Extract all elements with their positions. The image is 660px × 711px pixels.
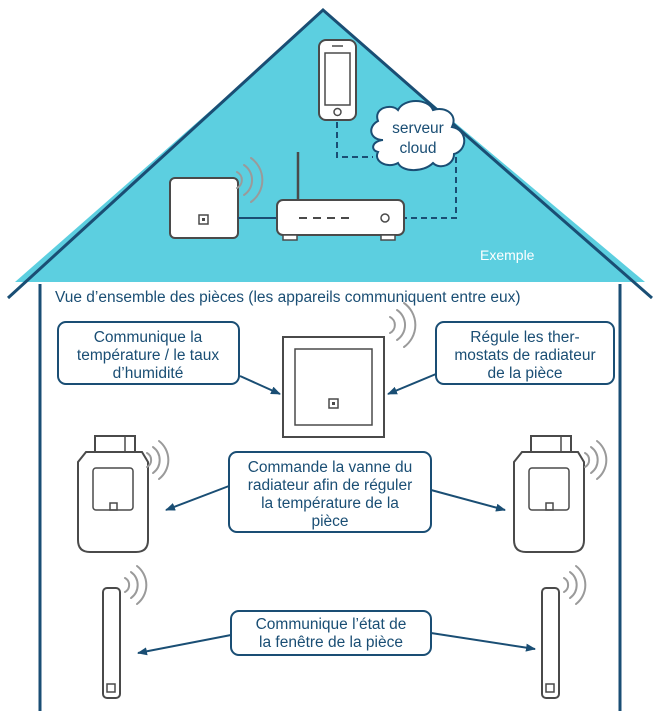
house-body: Vue d’ensemble des pièces (les appareils… (38, 284, 622, 711)
cloud-label-line2: cloud (399, 140, 436, 157)
access-point-icon (169, 177, 239, 239)
router-icon (276, 152, 405, 241)
arrow-regulator-to-thermostat (387, 373, 437, 395)
cloud-router-link (405, 157, 457, 219)
callout-regulator: Régule les ther- mostats de radiateur de… (435, 321, 615, 385)
callout-valve-line4: pièce (311, 513, 348, 530)
window-contact-icon-right (541, 587, 560, 699)
callout-valve-line2: radiateur afin de réguler (248, 477, 413, 494)
arrow-valve-to-left (165, 485, 230, 511)
arrows (137, 373, 536, 656)
arrow-sensor-to-thermostat (239, 375, 281, 395)
house-walls (38, 284, 622, 711)
callout-sensor-line1: Communique la (94, 329, 203, 346)
arrow-valve-to-right (430, 489, 506, 512)
window-contact-icon-left (102, 587, 121, 699)
callout-sensor: Communique la température / le taux d’hu… (57, 321, 240, 385)
callout-window-line1: Communique l’état de (256, 616, 407, 633)
overview-title: Vue d’ensemble des pièces (les appareils… (55, 289, 521, 306)
callout-regulator-line2: mostats de radiateur (454, 347, 595, 364)
callout-window-line2: la fenêtre de la pièce (259, 634, 403, 651)
callout-window: Communique l’état de la fenêtre de la pi… (230, 610, 432, 656)
arrow-window-to-right (430, 632, 536, 652)
callout-sensor-line3: d’humidité (113, 365, 184, 382)
phone-cloud-link (336, 122, 373, 158)
smartphone-icon (318, 39, 357, 121)
callout-valve: Commande la vanne du radiateur afin de r… (228, 451, 432, 533)
cloud-label-line1: serveur (392, 120, 444, 137)
radiator-thermostat-icon-right (513, 435, 585, 553)
wall-thermostat-icon (282, 336, 385, 438)
radiator-thermostat-icon-left (77, 435, 149, 553)
wireless-signal-icon (124, 157, 608, 605)
callout-regulator-line1: Régule les ther- (470, 329, 579, 346)
cloud-icon: serveur cloud (370, 100, 466, 172)
callout-sensor-line2: température / le taux (77, 347, 219, 364)
roof-outline (6, 7, 653, 300)
callout-regulator-line3: de la pièce (488, 365, 563, 382)
example-label: Exemple (480, 247, 535, 263)
callout-valve-line3: la température de la (261, 495, 399, 512)
callout-valve-line1: Commande la vanne du (248, 459, 413, 476)
arrow-window-to-left (137, 634, 232, 656)
